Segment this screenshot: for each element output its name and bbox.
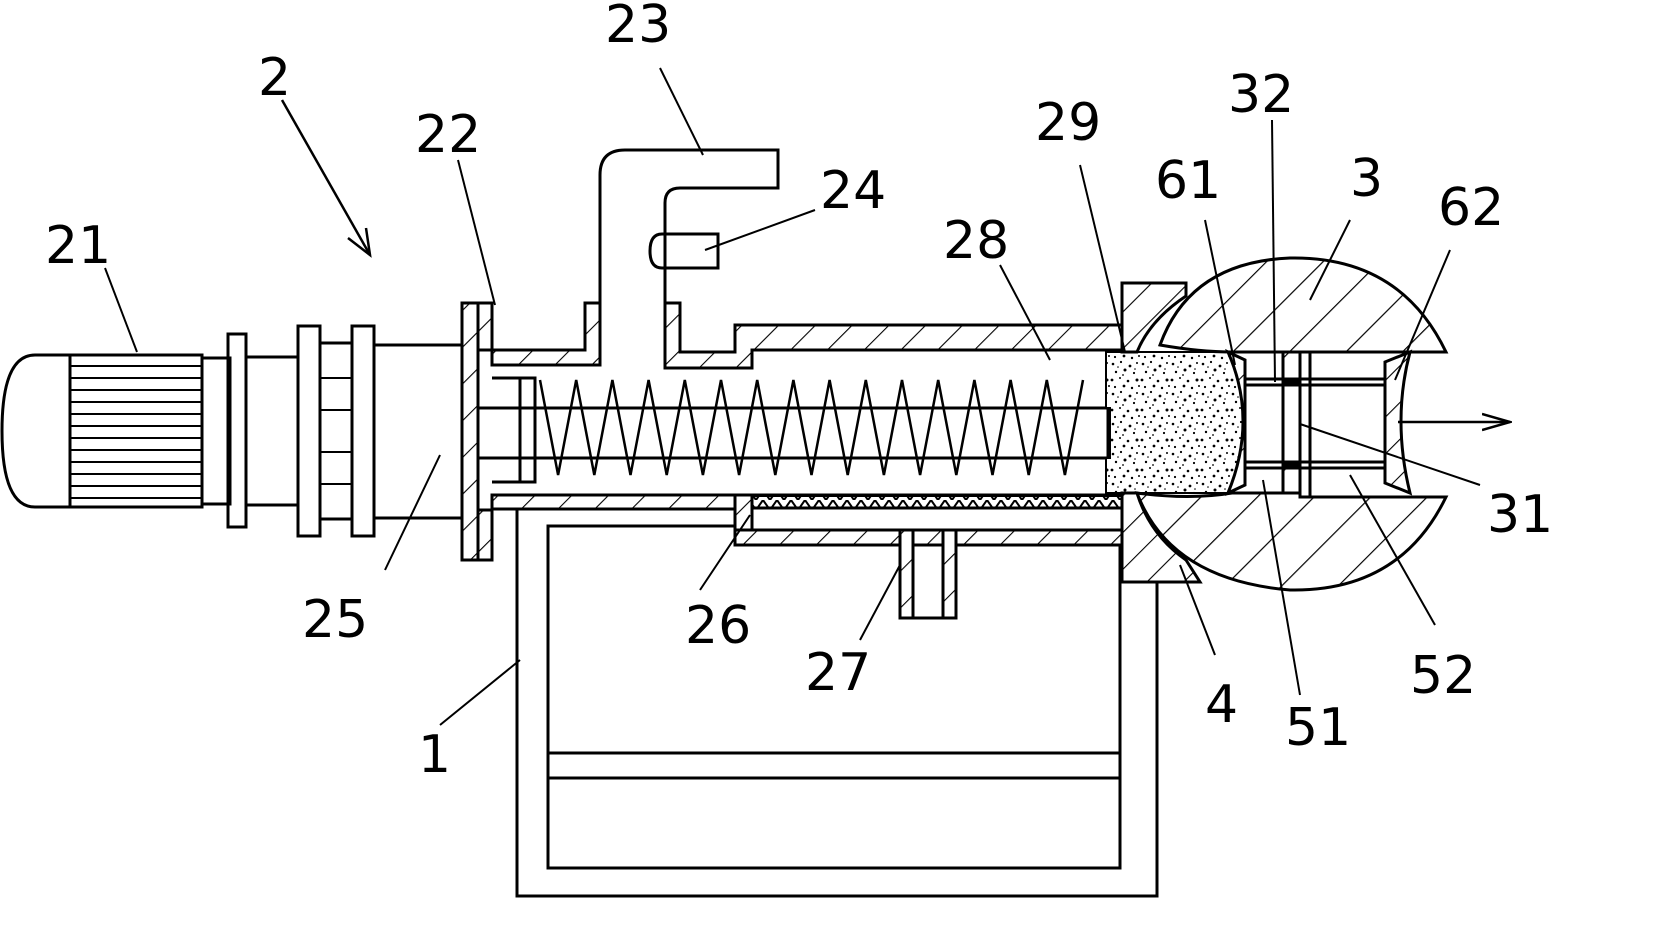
barrel-upper-wall (490, 301, 1124, 370)
screw-shaft (476, 376, 1110, 484)
label-25: 25 (302, 590, 368, 650)
flange (460, 301, 494, 562)
label-52: 52 (1410, 646, 1476, 706)
die-insert-left (1225, 348, 1247, 497)
label-3: 3 (1350, 149, 1383, 209)
guide-rods (1245, 350, 1385, 499)
label-4: 4 (1205, 675, 1238, 735)
motor (0, 332, 300, 529)
screw-flight-line (538, 379, 1085, 476)
label-62: 62 (1438, 178, 1504, 238)
barrel-lower-wall (490, 493, 1124, 547)
label-51: 51 (1285, 698, 1351, 758)
label-21: 21 (45, 216, 111, 276)
label-32: 32 (1228, 65, 1294, 125)
feed-pipe (598, 148, 780, 303)
label-24: 24 (820, 161, 886, 221)
label-61: 61 (1155, 151, 1221, 211)
assembly-arrow (280, 99, 372, 258)
material-plug (1105, 351, 1245, 494)
label-23: 23 (605, 0, 671, 55)
die-insert-right (1383, 349, 1413, 496)
label-26: 26 (685, 596, 751, 656)
label-1: 1 (418, 725, 451, 785)
leader-lines (104, 67, 1481, 726)
screw-flight (538, 379, 1085, 476)
label-31: 31 (1487, 485, 1553, 545)
label-29: 29 (1035, 93, 1101, 153)
coupling (296, 324, 462, 538)
label-28: 28 (943, 211, 1009, 271)
label-22: 22 (415, 105, 481, 165)
label-2: 2 (258, 48, 291, 108)
reference-numerals: 2 21 22 23 24 25 26 27 28 29 61 32 3 62 … (45, 0, 1553, 785)
label-27: 27 (805, 643, 871, 703)
outlet-tube (898, 528, 958, 620)
sensor (648, 232, 720, 270)
